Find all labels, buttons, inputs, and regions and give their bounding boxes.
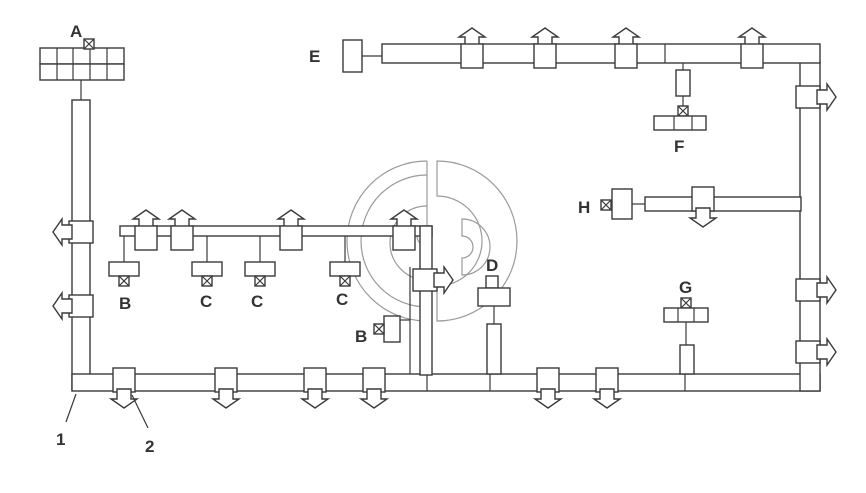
label-e: E [309, 47, 320, 66]
equipment-b-center [373, 315, 401, 343]
equipment-f [653, 63, 707, 131]
branch-h [644, 196, 802, 212]
label-f: F [674, 137, 684, 156]
unit-b-left [109, 262, 139, 286]
unit-c-third [330, 262, 360, 286]
label-c-first: C [200, 292, 212, 311]
watermark-logo [346, 160, 518, 322]
main-pipe-bottom [71, 373, 821, 392]
label-a: A [70, 22, 82, 41]
leader-lines [65, 393, 149, 429]
label-c-third: C [336, 290, 348, 309]
label-d: D [486, 256, 498, 275]
label-c-second: C [251, 292, 263, 311]
label-1: 1 [56, 430, 65, 449]
main-pipe-left-riser [71, 99, 91, 391]
equipment-d [477, 275, 511, 375]
equipment-e [342, 39, 363, 73]
main-pipe-top [362, 43, 821, 64]
label-b-center: B [355, 327, 367, 346]
label-b-left: B [119, 294, 131, 313]
equipment-a [39, 38, 125, 100]
equipment-h [600, 188, 645, 220]
inner-network [119, 225, 433, 376]
outlets [52, 27, 837, 409]
unit-c-second [245, 262, 275, 286]
equipment-g [663, 297, 709, 375]
label-2: 2 [145, 437, 154, 456]
label-g: G [679, 278, 692, 297]
unit-c-first [192, 262, 222, 286]
label-h: H [578, 198, 590, 217]
